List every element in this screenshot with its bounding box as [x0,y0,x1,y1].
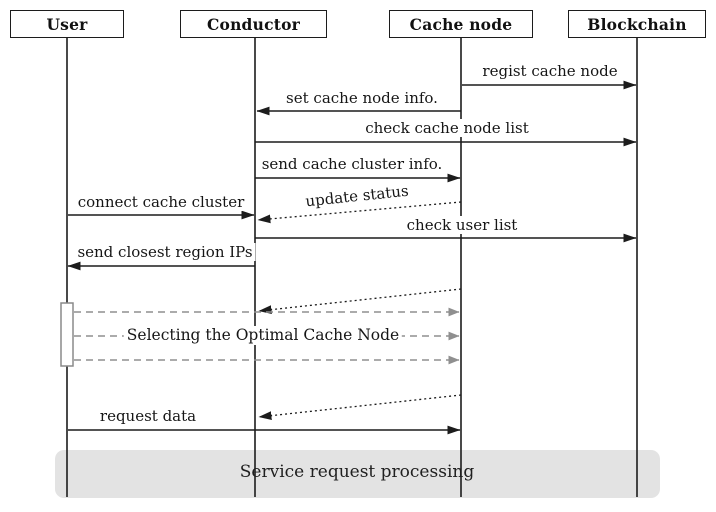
arrow-update-status [257,201,462,224]
message-label-send-closest-region-ips: send closest region IPs [74,243,256,261]
footer-box [55,450,660,498]
actor-label-user: User [46,14,88,34]
actor-label-cache-node: Cache node [409,14,513,34]
actor-label-conductor: Conductor [207,14,300,34]
arrow-dotted-return-1 [258,288,462,315]
arrow-dotted-return-2 [258,394,462,421]
message-label-regist-cache-node: regist cache node [479,62,621,80]
message-label-send-cache-cluster-info: send cache cluster info. [258,155,446,173]
message-label-request-data: request data [96,407,200,425]
message-label-check-cache-node-list: check cache node list [362,119,532,137]
message-label-connect-cache-cluster: connect cache cluster [74,193,248,211]
actor-box-conductor: Conductor [180,10,327,38]
activation-bar-user [60,302,74,367]
actor-box-user: User [10,10,124,38]
actor-label-blockchain: Blockchain [587,14,687,34]
actor-box-cache-node: Cache node [389,10,533,38]
actor-box-blockchain: Blockchain [568,10,706,38]
message-label-selecting-optimal-cache-node: Selecting the Optimal Cache Node [123,326,403,345]
footer-label: Service request processing [239,462,475,482]
message-label-check-user-list: check user list [403,216,521,234]
message-label-set-cache-node-info: set cache node info. [283,89,441,107]
